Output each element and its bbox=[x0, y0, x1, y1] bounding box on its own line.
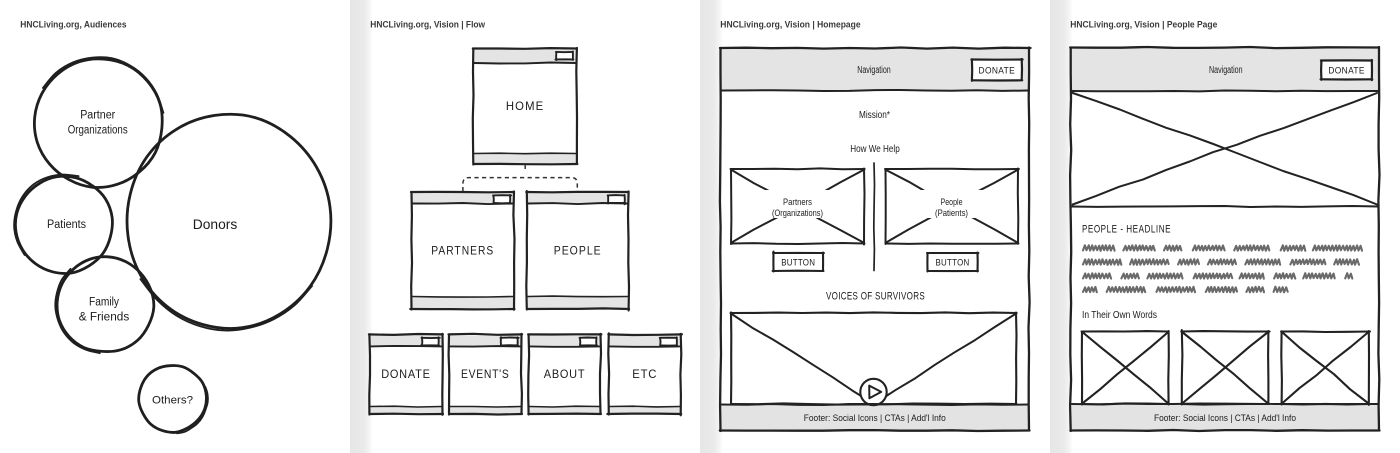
svg-text:DONATE: DONATE bbox=[381, 368, 431, 381]
svg-text:Organizations: Organizations bbox=[68, 125, 128, 137]
svg-text:In Their Own Words: In Their Own Words bbox=[1082, 309, 1157, 321]
svg-text:Navigation: Navigation bbox=[1209, 65, 1243, 76]
svg-text:People: People bbox=[941, 197, 963, 208]
svg-text:Patients: Patients bbox=[47, 219, 86, 231]
svg-text:Others?: Others? bbox=[152, 395, 193, 407]
svg-text:Footer: Social Icons | CTAs |: Footer: Social Icons | CTAs | Add'l Info bbox=[804, 413, 946, 424]
svg-text:How We Help: How We Help bbox=[850, 144, 900, 155]
svg-text:DONATE: DONATE bbox=[1328, 65, 1365, 76]
svg-text:Donors: Donors bbox=[193, 217, 238, 232]
svg-text:Navigation: Navigation bbox=[857, 65, 891, 76]
svg-text:& Friends: & Friends bbox=[79, 312, 130, 324]
svg-text:(Patients): (Patients) bbox=[935, 208, 968, 219]
svg-text:Family: Family bbox=[89, 297, 119, 309]
svg-text:VOICES OF SURVIVORS: VOICES OF SURVIVORS bbox=[826, 291, 925, 303]
svg-text:ETC: ETC bbox=[632, 368, 657, 381]
svg-text:HNCLiving.org, Vision | Flow: HNCLiving.org, Vision | Flow bbox=[370, 20, 485, 31]
svg-text:(Organizations): (Organizations) bbox=[772, 208, 823, 219]
svg-text:BUTTON: BUTTON bbox=[936, 257, 970, 268]
svg-text:Partners: Partners bbox=[783, 197, 812, 208]
svg-text:HNCLiving.org, Vision | Homepa: HNCLiving.org, Vision | Homepage bbox=[720, 20, 860, 31]
svg-text:Mission*: Mission* bbox=[859, 110, 890, 121]
svg-text:HNCLiving.org, Vision | People: HNCLiving.org, Vision | People Page bbox=[1070, 20, 1217, 31]
svg-text:PEOPLE: PEOPLE bbox=[554, 243, 602, 257]
svg-text:BUTTON: BUTTON bbox=[781, 257, 815, 268]
svg-text:PEOPLE - HEADLINE: PEOPLE - HEADLINE bbox=[1082, 224, 1171, 236]
svg-text:HNCLiving.org, Audiences: HNCLiving.org, Audiences bbox=[20, 20, 126, 31]
svg-text:ABOUT: ABOUT bbox=[544, 368, 586, 381]
svg-text:Partner: Partner bbox=[80, 110, 115, 122]
svg-text:EVENT'S: EVENT'S bbox=[461, 368, 510, 381]
svg-text:PARTNERS: PARTNERS bbox=[431, 243, 494, 257]
svg-text:DONATE: DONATE bbox=[979, 65, 1016, 76]
svg-text:Footer: Social Icons | CTAs |: Footer: Social Icons | CTAs | Add'l Info bbox=[1154, 413, 1296, 424]
svg-text:HOME: HOME bbox=[506, 99, 545, 113]
